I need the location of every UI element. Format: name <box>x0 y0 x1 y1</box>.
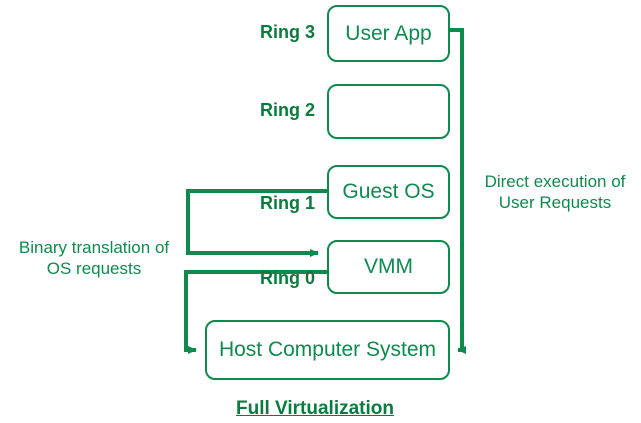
ring-label-3-text: Ring 3 <box>259 22 315 42</box>
ring-label-1-text: Ring 1 <box>259 193 315 213</box>
ring-label-1: Ring 1 <box>190 193 315 214</box>
box-guest-os-label: Guest OS <box>342 180 435 203</box>
ring-label-2: Ring 2 <box>190 100 315 121</box>
box-host-label: Host Computer System <box>218 338 437 361</box>
annotation-direct-execution-line1: Direct execution of <box>484 172 626 191</box>
ring-label-0: Ring 0 <box>190 268 315 289</box>
diagram-title: Full Virtualization <box>175 398 455 420</box>
box-vmm[interactable]: VMM <box>327 240 450 294</box>
wire-user-app-to-host <box>450 28 464 350</box>
annotation-binary-translation: Binary translation of OS requests <box>4 237 184 279</box>
box-guest-os[interactable]: Guest OS <box>327 165 450 219</box>
ring-label-2-text: Ring 2 <box>259 100 315 120</box>
box-user-app-label: User App <box>345 21 432 45</box>
wire-guest-os-to-vmm <box>186 189 327 257</box>
box-ring2-empty[interactable] <box>327 84 450 139</box>
annotation-binary-translation-line2: OS requests <box>46 259 142 278</box>
ring-label-0-text: Ring 0 <box>259 268 315 288</box>
annotation-direct-execution-line2: User Requests <box>498 193 612 212</box>
box-vmm-label: VMM <box>364 255 413 278</box>
diagram-title-text: Full Virtualization <box>236 398 394 419</box>
wire-vmm-to-host <box>184 270 327 354</box>
annotation-direct-execution: Direct execution of User Requests <box>472 171 638 213</box>
annotation-binary-translation-line1: Binary translation of <box>18 238 170 257</box>
box-host-computer-system[interactable]: Host Computer System <box>205 320 450 380</box>
ring-label-3: Ring 3 <box>190 22 315 43</box>
box-user-app[interactable]: User App <box>327 5 450 62</box>
